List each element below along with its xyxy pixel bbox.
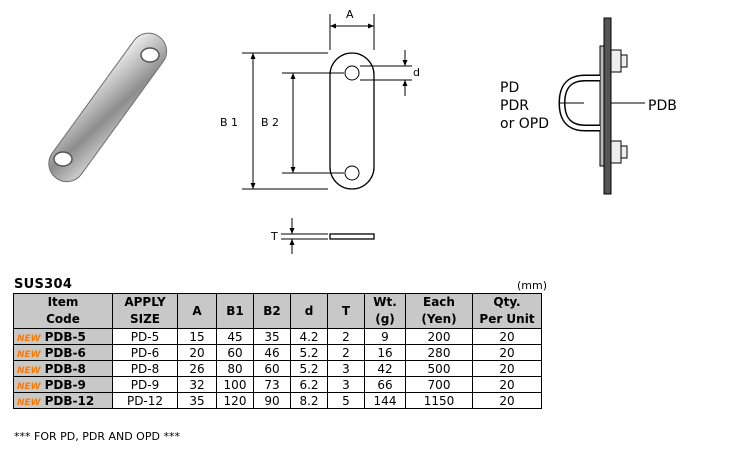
- apply-size-cell: PD-9: [112, 376, 178, 393]
- t-cell: 2: [327, 328, 365, 345]
- b2-cell: 90: [253, 392, 291, 409]
- b2-cell: 35: [253, 328, 291, 345]
- header-a: A: [177, 293, 217, 329]
- each-cell: 700: [405, 376, 473, 393]
- each-cell: 500: [405, 360, 473, 377]
- d-cell: 5.2: [290, 344, 328, 361]
- unit-label: (mm): [517, 279, 548, 292]
- b1-cell: 45: [216, 328, 254, 345]
- weight-cell: 144: [364, 392, 406, 409]
- d-cell: 6.2: [290, 376, 328, 393]
- new-badge: NEW: [17, 381, 41, 392]
- dim-b2-label: B 2: [261, 116, 279, 129]
- plate-photo: [48, 32, 168, 183]
- each-cell: 280: [405, 344, 473, 361]
- qty-cell: 20: [472, 360, 542, 377]
- apply-size-cell: PD-12: [112, 392, 178, 409]
- d-cell: 4.2: [290, 328, 328, 345]
- b1-cell: 80: [216, 360, 254, 377]
- label-pdr: PDR: [500, 98, 529, 114]
- b2-cell: 73: [253, 376, 291, 393]
- apply-size-cell: PD-5: [112, 328, 178, 345]
- t-cell: 5: [327, 392, 365, 409]
- label-pdb: PDB: [648, 98, 677, 114]
- a-cell: 35: [177, 392, 217, 409]
- dimension-arrows: [250, 23, 408, 245]
- label-pd: PD: [500, 80, 519, 96]
- weight-cell: 16: [364, 344, 406, 361]
- a-cell: 15: [177, 328, 217, 345]
- b2-cell: 60: [253, 360, 291, 377]
- header-t: T: [327, 293, 365, 329]
- assembly-diagram: [558, 17, 645, 195]
- b1-cell: 100: [216, 376, 254, 393]
- header-qty: Qty.Per Unit: [472, 293, 542, 329]
- footnote: *** FOR PD, PDR AND OPD ***: [14, 430, 180, 443]
- b1-cell: 120: [216, 392, 254, 409]
- b1-cell: 60: [216, 344, 254, 361]
- weight-cell: 66: [364, 376, 406, 393]
- t-cell: 2: [327, 344, 365, 361]
- new-badge: NEW: [17, 333, 41, 344]
- dim-d-label: d: [413, 66, 420, 79]
- new-badge: NEW: [17, 397, 41, 408]
- apply-size-cell: PD-6: [112, 344, 178, 361]
- t-cell: 3: [327, 376, 365, 393]
- weight-cell: 42: [364, 360, 406, 377]
- plate-drawing: [242, 14, 412, 254]
- header-b2: B2: [253, 293, 291, 329]
- figure-area: A B 1 B 2 d T PD PDR or OPD PDB: [48, 8, 677, 254]
- qty-cell: 20: [472, 392, 542, 409]
- a-cell: 32: [177, 376, 217, 393]
- label-or-opd: or OPD: [500, 116, 549, 132]
- weight-cell: 9: [364, 328, 406, 345]
- each-cell: 1150: [405, 392, 473, 409]
- qty-cell: 20: [472, 328, 542, 345]
- qty-cell: 20: [472, 376, 542, 393]
- each-cell: 200: [405, 328, 473, 345]
- d-cell: 5.2: [290, 360, 328, 377]
- apply-size-cell: PD-8: [112, 360, 178, 377]
- new-badge: NEW: [17, 349, 41, 360]
- a-cell: 20: [177, 344, 217, 361]
- dim-t-label: T: [270, 230, 278, 243]
- new-badge: NEW: [17, 365, 41, 376]
- plate-hole-bottom: [53, 151, 73, 167]
- plate-hole-top: [140, 47, 160, 63]
- material-label: SUS304: [14, 277, 73, 292]
- header-b1: B1: [216, 293, 254, 329]
- dim-b1-label: B 1: [220, 116, 238, 129]
- b2-cell: 46: [253, 344, 291, 361]
- header-weight: Wt.(g): [364, 293, 406, 329]
- header-each: Each(Yen): [405, 293, 473, 329]
- a-cell: 26: [177, 360, 217, 377]
- d-cell: 8.2: [290, 392, 328, 409]
- header-d: d: [290, 293, 328, 329]
- t-cell: 3: [327, 360, 365, 377]
- qty-cell: 20: [472, 344, 542, 361]
- dim-a-label: A: [346, 8, 354, 21]
